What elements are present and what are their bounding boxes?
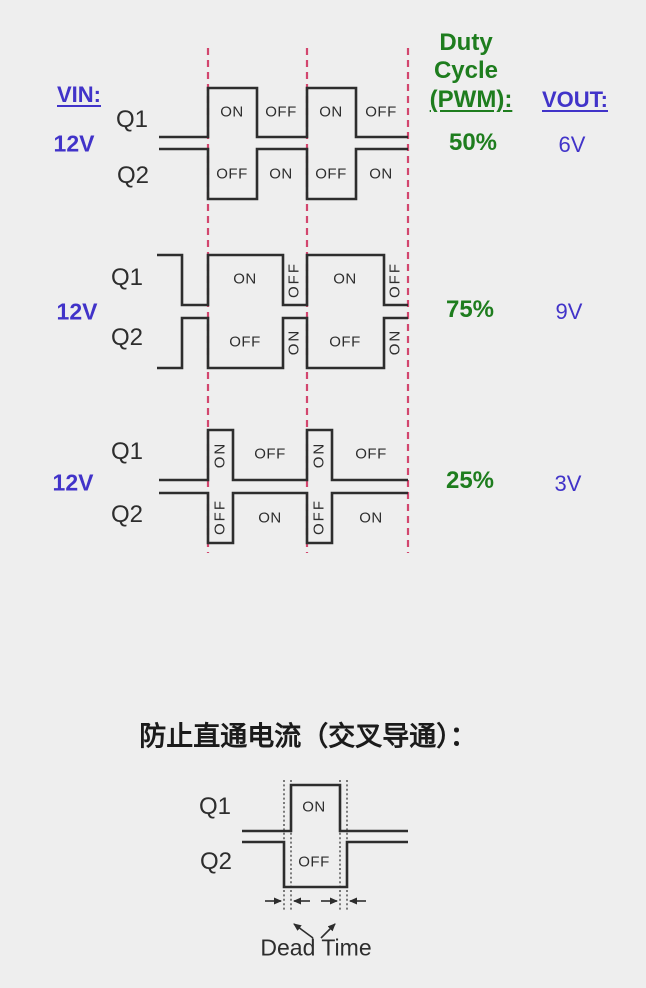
q2-segment-label: OFF (315, 165, 347, 183)
q2-label: Q2 (110, 501, 144, 528)
q1-segment-label: ON (220, 103, 244, 121)
q1-label: Q1 (110, 438, 144, 465)
q2-segment-label: OFF (229, 333, 261, 351)
duty-value: 25% (445, 467, 495, 494)
q2-label: Q2 (110, 324, 144, 351)
q2-segment-label: OFF (329, 333, 361, 351)
vout-value: 6V (558, 132, 586, 157)
q1-segment-label: ON (211, 441, 229, 469)
q1-segment-label: OFF (265, 103, 297, 121)
vin-value: 12V (52, 469, 94, 496)
q2-waveform-deadtime (242, 840, 408, 889)
duty-value: 75% (445, 296, 495, 323)
q1-segment-label: ON (319, 103, 343, 121)
q2-segment-label: OFF (211, 499, 229, 535)
vout-value: 9V (555, 299, 583, 324)
q2-label: Q2 (116, 162, 150, 189)
q2-segment-label: ON (359, 509, 383, 527)
q1-segment-label: ON (310, 441, 328, 469)
vin-value: 12V (56, 298, 98, 325)
vout-value: 3V (554, 471, 582, 496)
q2-segment-label: ON (258, 509, 282, 527)
q2-segment-label: OFF (310, 499, 328, 535)
q1-segment-label: ON (302, 798, 326, 816)
dead-time-label: Dead Time (260, 934, 372, 961)
deadtime-callout-arrow-right (320, 923, 336, 939)
q1-label: Q1 (110, 264, 144, 291)
q2-segment-label: ON (269, 165, 293, 183)
q1-segment-label: OFF (285, 262, 303, 298)
q1-segment-label: OFF (355, 445, 387, 463)
deadtime-callout-arrow-left (293, 923, 314, 939)
q2-segment-label: ON (386, 328, 404, 356)
duty-cycle-header-line2: Cycle (433, 57, 499, 84)
vin-header: VIN: (57, 82, 101, 107)
q2-waveform-50 (159, 147, 408, 201)
q1-waveform-75 (157, 253, 408, 307)
vin-value: 12V (53, 130, 95, 157)
vout-header: VOUT: (542, 87, 608, 112)
q2-label: Q2 (199, 848, 233, 875)
q1-segment-label: OFF (386, 262, 404, 298)
q1-label: Q1 (198, 793, 232, 820)
duty-cycle-header-line3: (PWM): (429, 86, 513, 113)
q1-waveform-50 (159, 86, 408, 139)
q1-waveform-deadtime (242, 783, 408, 833)
q2-segment-label: OFF (216, 165, 248, 183)
q1-segment-label: ON (233, 270, 257, 288)
q2-segment-label: OFF (298, 853, 330, 871)
q1-label: Q1 (115, 106, 149, 133)
q2-segment-label: ON (285, 328, 303, 356)
duty-cycle-header-line1: Duty (439, 29, 493, 56)
q1-segment-label: ON (333, 270, 357, 288)
shoot-through-heading: 防止直通电流（交叉导通）： (139, 721, 477, 752)
q2-segment-label: ON (369, 165, 393, 183)
duty-value: 50% (448, 129, 498, 156)
q2-waveform-75 (157, 316, 408, 370)
q2-waveform-25 (159, 491, 408, 545)
q1-waveform-25 (159, 428, 408, 482)
q1-segment-label: OFF (254, 445, 286, 463)
q1-segment-label: OFF (365, 103, 397, 121)
